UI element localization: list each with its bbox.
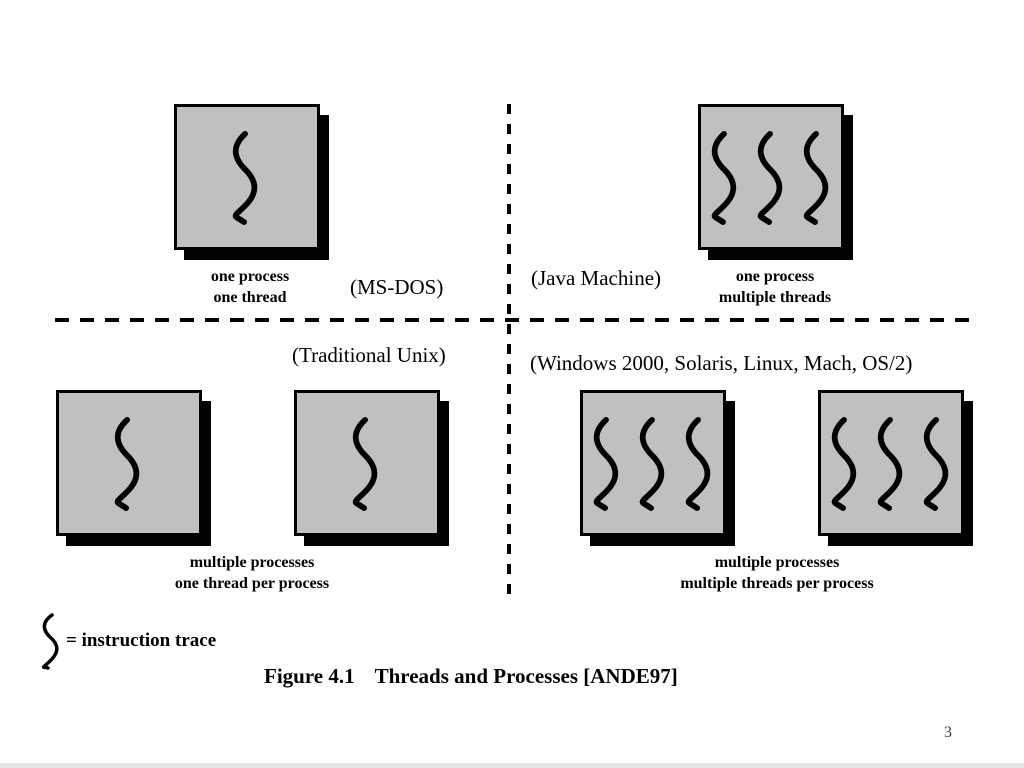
process-box — [580, 390, 726, 536]
thread-icon — [232, 130, 258, 225]
horizontal-divider — [55, 318, 971, 322]
page-number: 3 — [944, 724, 952, 741]
caption-top-right: one process multiple threads — [718, 268, 832, 306]
process-box — [56, 390, 202, 536]
vertical-divider — [507, 104, 511, 598]
figure-title: Threads and Processes [ANDE97] — [374, 664, 678, 688]
figure-number: Figure 4.1 — [264, 664, 355, 688]
process-box — [294, 390, 440, 536]
instruction-trace-icon — [41, 613, 59, 670]
legend-text: = instruction trace — [66, 630, 217, 651]
caption-bottom-right: multiple processes multiple threads per … — [680, 554, 874, 592]
figure-caption: Figure 4.1 Threads and Processes [ANDE97] — [264, 664, 678, 688]
os-label-multithreaded-os: (Windows 2000, Solaris, Linux, Mach, OS/… — [530, 351, 913, 375]
process-box — [174, 104, 320, 250]
os-label-java-machine: (Java Machine) — [531, 266, 662, 290]
bottom-band — [0, 763, 1024, 768]
os-label-ms-dos: (MS-DOS) — [350, 275, 444, 299]
thread-icon — [831, 416, 949, 511]
thread-icon — [352, 416, 378, 511]
caption-bottom-left: multiple processes one thread per proces… — [174, 554, 330, 592]
thread-icon — [114, 416, 140, 511]
os-label-traditional-unix: (Traditional Unix) — [292, 343, 446, 367]
thread-icon — [593, 416, 711, 511]
caption-top-left: one process one thread — [210, 268, 290, 306]
thread-icon — [711, 130, 829, 225]
process-box — [818, 390, 964, 536]
process-box — [698, 104, 844, 250]
